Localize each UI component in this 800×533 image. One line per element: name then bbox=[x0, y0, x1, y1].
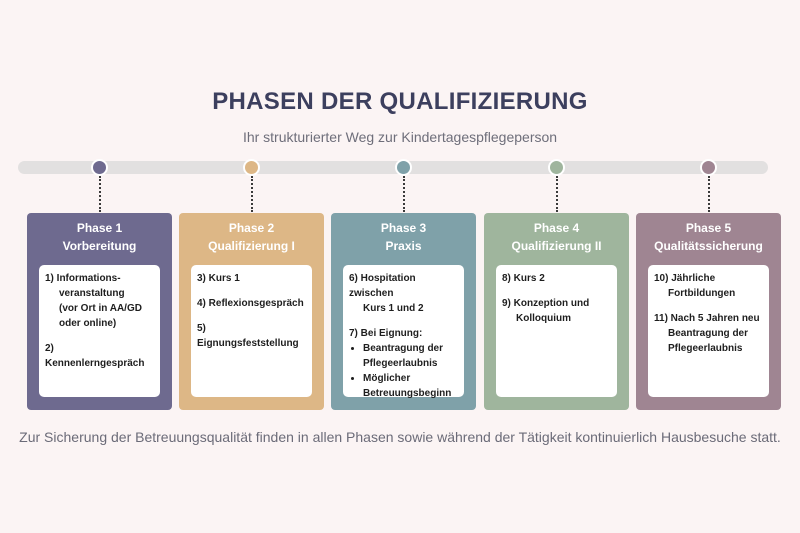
page-title: PHASEN DER QUALIFIZIERUNG bbox=[212, 88, 588, 115]
phase-name: Praxis bbox=[385, 239, 422, 253]
step-item: 4) Reflexionsgespräch bbox=[197, 296, 306, 311]
phase-steps: 3) Kurs 1 4) Reflexionsgespräch 5) Eignung… bbox=[191, 265, 312, 397]
phase-header: Phase 5 Qualitätssicherung bbox=[636, 213, 781, 255]
connector-phase-3 bbox=[402, 176, 405, 212]
phase-card-4: Phase 4 Qualifizierung II 8) Kurs 2 9) Konz… bbox=[484, 213, 629, 410]
step-item: 1) Informations-veranstaltung(vor Ort in… bbox=[45, 271, 154, 331]
step-item: 5) Eignungsfeststellung bbox=[197, 321, 306, 351]
timeline-dot-phase-3 bbox=[395, 159, 412, 176]
step-text: 7) Bei Eignung: bbox=[349, 328, 423, 339]
phase-label: Phase 4 bbox=[533, 221, 580, 235]
phase-label: Phase 2 bbox=[228, 221, 275, 235]
step-bullet: Beantragung der Pflegeerlaubnis bbox=[363, 341, 458, 371]
connector-phase-1 bbox=[98, 176, 101, 212]
connector-phase-2 bbox=[250, 176, 253, 212]
phase-header: Phase 3 Praxis bbox=[331, 213, 476, 255]
phase-name: Qualitätssicherung bbox=[654, 239, 763, 253]
phase-header: Phase 2 Qualifizierung I bbox=[179, 213, 324, 255]
phase-header: Phase 1 Vorbereitung bbox=[27, 213, 172, 255]
step-bullet-list: Beantragung der PflegeerlaubnisMöglicher… bbox=[349, 341, 458, 401]
step-text: 1) Informations-veranstaltung(vor Ort in… bbox=[45, 273, 142, 329]
phase-name: Vorbereitung bbox=[62, 239, 137, 253]
step-text: 2) Kennenlerngespräch bbox=[45, 343, 145, 369]
phase-header: Phase 4 Qualifizierung II bbox=[484, 213, 629, 255]
step-item: 2) Kennenlerngespräch bbox=[45, 341, 154, 371]
step-text: 3) Kurs 1 bbox=[197, 273, 240, 284]
phase-label: Phase 3 bbox=[380, 221, 427, 235]
phase-name: Qualifizierung I bbox=[208, 239, 295, 253]
timeline-dot-phase-2 bbox=[243, 159, 260, 176]
phase-card-1: Phase 1 Vorbereitung 1) Informations-veran… bbox=[27, 213, 172, 410]
phase-label: Phase 1 bbox=[76, 221, 123, 235]
timeline-bar bbox=[18, 161, 768, 174]
connector-phase-4 bbox=[555, 176, 558, 212]
step-text: 5) Eignungsfeststellung bbox=[197, 323, 299, 349]
phase-label: Phase 5 bbox=[685, 221, 732, 235]
step-item: 8) Kurs 2 bbox=[502, 271, 611, 286]
timeline-dot-phase-4 bbox=[548, 159, 565, 176]
step-text: 4) Reflexionsgespräch bbox=[197, 298, 304, 309]
step-bullet: Möglicher Betreuungsbeginn bbox=[363, 371, 458, 401]
footer-note: Zur Sicherung der Betreuungsqualität fin… bbox=[19, 429, 781, 445]
phase-name: Qualifizierung II bbox=[511, 239, 602, 253]
step-text: 8) Kurs 2 bbox=[502, 273, 545, 284]
page-subtitle: Ihr strukturierter Weg zur Kindertagespf… bbox=[242, 129, 558, 145]
connector-phase-5 bbox=[707, 176, 710, 212]
step-item: 3) Kurs 1 bbox=[197, 271, 306, 286]
phase-card-2: Phase 2 Qualifizierung I 3) Kurs 1 4) Refle… bbox=[179, 213, 324, 410]
phase-steps: 1) Informations-veranstaltung(vor Ort in… bbox=[39, 265, 160, 397]
timeline-dot-phase-5 bbox=[700, 159, 717, 176]
timeline-dot-phase-1 bbox=[91, 159, 108, 176]
step-item: 7) Bei Eignung: Beantragung der Pflegeerl… bbox=[349, 326, 458, 401]
